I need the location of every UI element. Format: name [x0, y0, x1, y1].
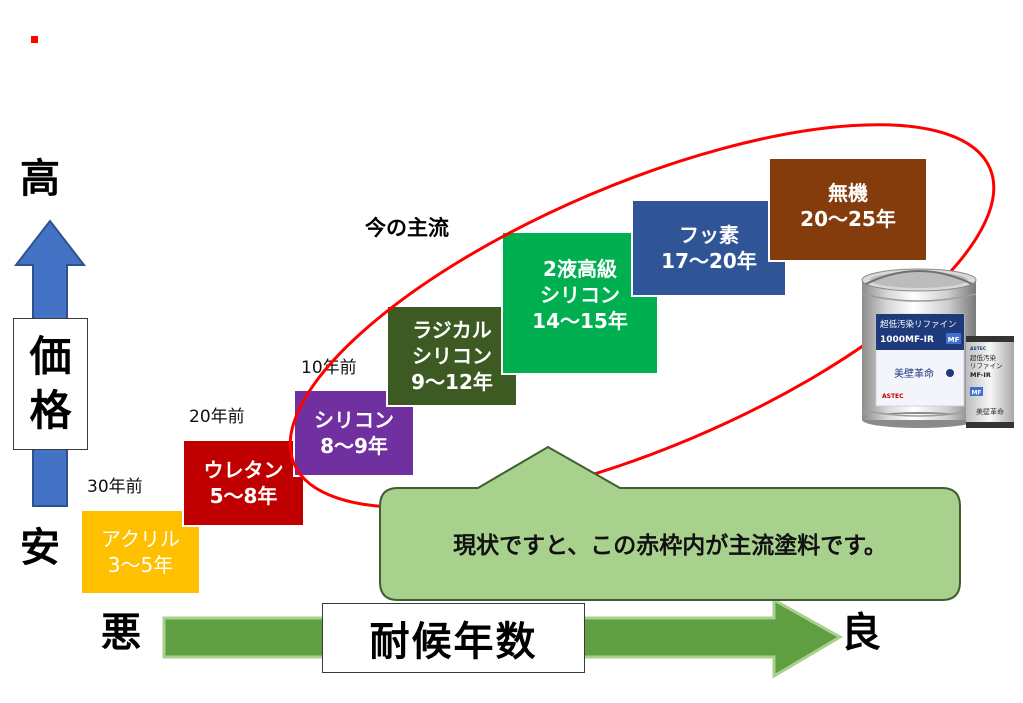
step-name-line2: シリコン — [412, 344, 492, 368]
price-axis-label: 価格 — [29, 332, 72, 435]
can-brand: 美壁革命 — [894, 367, 934, 380]
callout-bubble — [379, 445, 961, 601]
era-label-silicone: 10年前 — [301, 358, 357, 378]
small-can-badge: MF — [971, 390, 981, 397]
step-name: フッ素 — [679, 223, 739, 247]
step-name: 2液高級 — [543, 257, 617, 281]
step-years: 20〜25年 — [800, 206, 896, 231]
step-years: 3〜5年 — [107, 553, 174, 577]
mainstream-label: 今の主流 — [365, 216, 449, 240]
step-name: ラジカル — [412, 318, 492, 342]
callout-bubble-shape — [379, 445, 961, 601]
paint-can-product-image: 超低汚染リファイン 1000MF-IR MF 美壁革命 ASTEC ASTEC … — [861, 268, 1014, 428]
step-years: 17〜20年 — [661, 249, 757, 273]
can-maker-logo: ASTEC — [882, 393, 904, 400]
step-name-line2: シリコン — [540, 283, 620, 307]
durability-axis-label-box: 耐候年数 — [322, 603, 585, 673]
can-badge: MF — [948, 336, 960, 344]
step-years: 14〜15年 — [532, 309, 628, 333]
step-fluorine: フッ素 17〜20年 — [631, 199, 787, 297]
can-label-line2: 1000MF-IR — [880, 335, 934, 345]
durability-bad-label: 悪 — [101, 610, 141, 656]
small-can-line1: 超低汚染 — [970, 353, 997, 362]
small-can-line3: MF-IR — [970, 371, 991, 379]
step-name: シリコン — [314, 408, 394, 432]
step-name: アクリル — [101, 527, 180, 551]
era-label-acrylic: 30年前 — [87, 477, 143, 497]
step-acrylic: アクリル 3〜5年 — [80, 509, 201, 595]
callout-text: 現状ですと、この赤枠内が主流塗料です。 — [453, 533, 887, 559]
step-urethane: ウレタン 5〜8年 — [182, 439, 305, 527]
step-inorganic: 無機 20〜25年 — [768, 157, 928, 262]
step-name: 無機 — [828, 180, 868, 205]
small-can-line2: リファイン — [970, 362, 1003, 370]
slide-marker — [31, 36, 38, 43]
small-can-brand: 美壁革命 — [976, 407, 1004, 416]
large-paint-can: 超低汚染リファイン 1000MF-IR MF 美壁革命 ASTEC — [861, 268, 977, 428]
price-low-label: 安 — [20, 525, 60, 571]
small-can-maker: ASTEC — [970, 346, 987, 352]
step-years: 9〜12年 — [411, 370, 493, 394]
durability-axis-label: 耐候年数 — [369, 619, 538, 665]
step-name: ウレタン — [203, 458, 284, 482]
price-high-label: 高 — [20, 156, 60, 202]
price-axis-label-box: 価格 — [13, 318, 88, 450]
small-paint-can: ASTEC 超低汚染 リファイン MF-IR MF 美壁革命 — [966, 336, 1014, 428]
era-label-urethane: 20年前 — [189, 407, 245, 427]
can-label-line1: 超低汚染リファイン — [880, 319, 957, 330]
step-radical-silicone: ラジカル シリコン 9〜12年 — [386, 305, 518, 407]
step-years: 5〜8年 — [209, 484, 278, 508]
durability-good-label: 良 — [841, 610, 881, 656]
